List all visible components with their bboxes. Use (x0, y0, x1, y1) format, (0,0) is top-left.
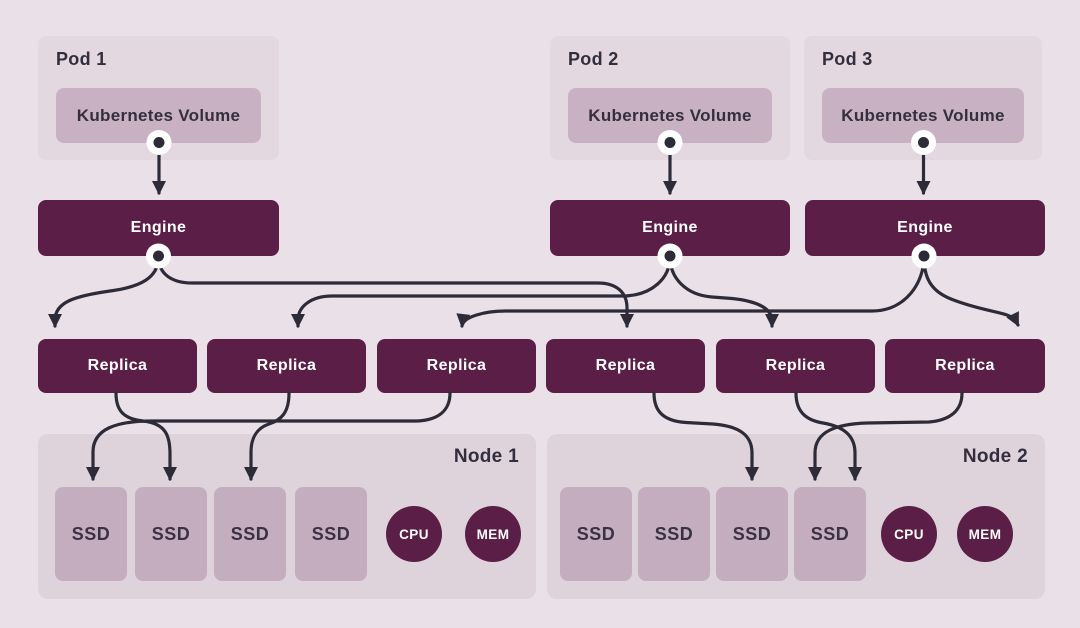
node-2-cpu-badge: CPU (881, 506, 937, 562)
arrow-engine1-to-replica4 (156, 255, 634, 328)
node-1: Node 1 SSD SSD SSD SSD CPU MEM (38, 434, 536, 599)
node-2-ssd-4: SSD (794, 487, 866, 581)
node-1-ssd-3: SSD (214, 487, 286, 581)
node-2-ssd-1: SSD (560, 487, 632, 581)
replica-5: Replica (716, 339, 875, 393)
node-2-ssd-2: SSD (638, 487, 710, 581)
node-1-ssd-2: SSD (135, 487, 207, 581)
replica-3: Replica (377, 339, 536, 393)
arrow-engine1-to-replica1 (48, 255, 161, 328)
pod-2-kubernetes-volume: Kubernetes Volume (568, 88, 772, 143)
replica-4: Replica (546, 339, 705, 393)
node-1-mem-badge: MEM (465, 506, 521, 562)
node-2-label: Node 2 (962, 446, 1028, 467)
pod-2: Pod 2 Kubernetes Volume (550, 36, 790, 160)
engine-1: Engine (38, 200, 279, 256)
pod-1-kubernetes-volume: Kubernetes Volume (56, 88, 261, 143)
pod-3-kubernetes-volume: Kubernetes Volume (822, 88, 1024, 143)
pod-3: Pod 3 Kubernetes Volume (804, 36, 1042, 160)
replica-6: Replica (885, 339, 1045, 393)
node-1-ssd-1: SSD (55, 487, 127, 581)
engine-3: Engine (805, 200, 1045, 256)
node-1-cpu-badge: CPU (386, 506, 442, 562)
pod-3-label: Pod 3 (822, 49, 873, 69)
arrow-engine2-to-replica5 (668, 255, 779, 328)
pod-1-label: Pod 1 (56, 49, 107, 69)
node-2-mem-badge: MEM (957, 506, 1013, 562)
replica-1: Replica (38, 339, 197, 393)
replica-2: Replica (207, 339, 366, 393)
arrow-engine3-to-replica6 (922, 255, 1020, 327)
node-2-ssd-3: SSD (716, 487, 788, 581)
engine-2: Engine (550, 200, 790, 256)
pod-2-label: Pod 2 (568, 49, 619, 69)
pod-1: Pod 1 Kubernetes Volume (38, 36, 279, 160)
arrow-engine3-to-replica3 (456, 255, 926, 328)
node-1-ssd-4: SSD (295, 487, 367, 581)
arrow-engine2-to-replica2 (291, 255, 672, 328)
node-1-label: Node 1 (453, 446, 519, 467)
node-2: Node 2 SSD SSD SSD SSD CPU MEM (547, 434, 1045, 599)
